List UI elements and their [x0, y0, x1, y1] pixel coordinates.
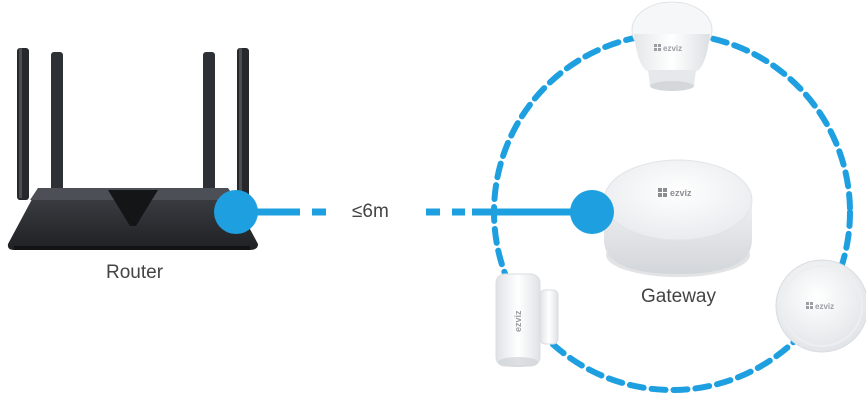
router-label: Router [106, 262, 164, 283]
gateway-endpoint-dot [570, 190, 614, 234]
gateway-logo: ezviz [658, 188, 692, 198]
router-endpoint-dot [214, 190, 258, 234]
distance-label: ≤6m [352, 201, 389, 222]
svg-text:ezviz: ezviz [670, 188, 692, 198]
router-device [7, 48, 258, 250]
round-sensor: ezviz [775, 259, 866, 353]
svg-text:ezviz: ezviz [513, 310, 523, 332]
contact-sensor: ezviz [495, 273, 559, 367]
svg-text:ezviz: ezviz [815, 302, 834, 311]
gateway-label: Gateway [641, 286, 716, 307]
svg-text:ezviz: ezviz [663, 44, 682, 53]
gateway-device: ezviz [603, 159, 753, 277]
motion-sensor: ezviz [631, 1, 713, 91]
